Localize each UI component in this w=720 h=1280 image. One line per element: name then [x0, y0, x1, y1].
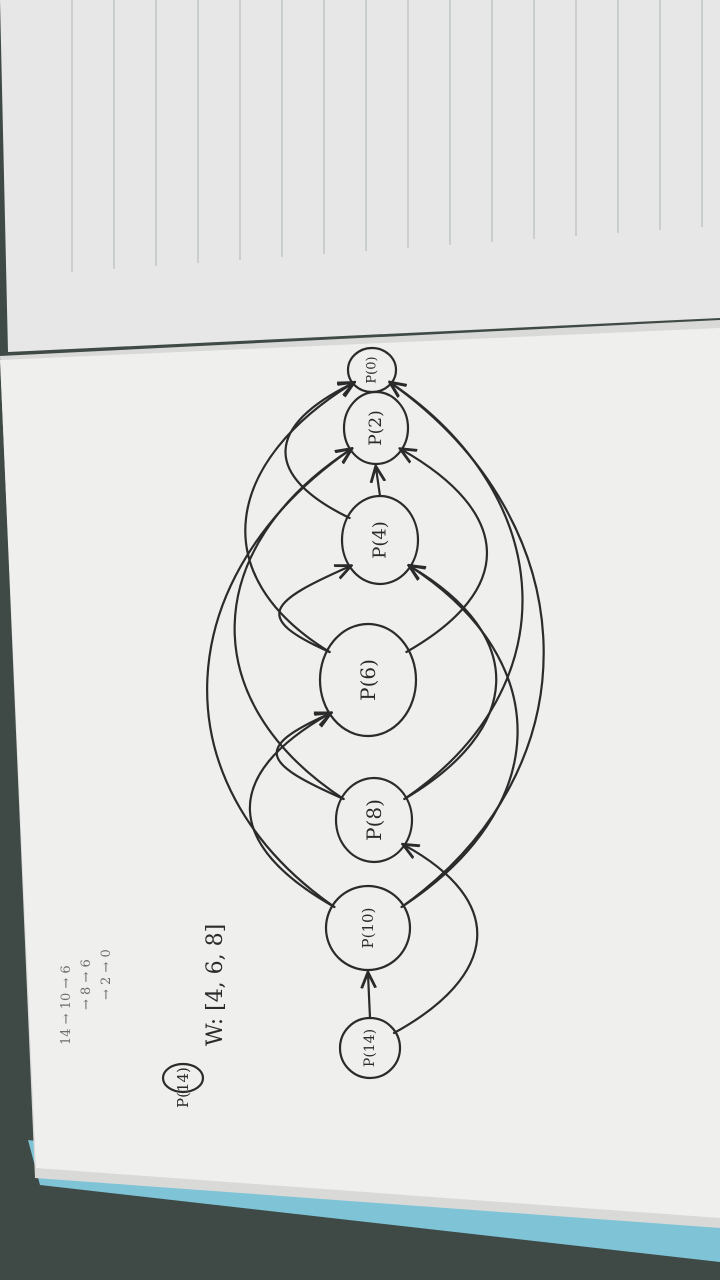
scratch-line-1: 14 → 10 → 6	[59, 965, 74, 1045]
node-label: P(10)	[359, 908, 377, 949]
edge-n8-to-n2	[233, 450, 351, 801]
edge-n8-to-n0	[391, 383, 524, 801]
ruled-lines	[71, 0, 703, 272]
edge-n6-to-n4	[278, 566, 349, 654]
graph-nodes: P(14) P(10) P(8) P(6) P(4) P(2) P(0)	[318, 346, 420, 1080]
edge-n14-to-n8	[392, 845, 479, 1035]
main-page	[0, 328, 720, 1218]
node-circle	[318, 622, 418, 738]
node-circle	[338, 1016, 402, 1080]
node-label: P(0)	[365, 356, 380, 383]
scratch-line-2: → 8 → 6	[79, 959, 94, 1010]
edge-n4-to-n2	[376, 468, 380, 498]
edge-n4-to-n0	[284, 383, 352, 520]
edge-n6-to-n0	[244, 383, 352, 654]
node-label: P(14)	[362, 1029, 378, 1067]
upper-page	[0, 0, 720, 352]
graph-node: P(10)	[324, 884, 412, 972]
graph-node: P(14)	[338, 1016, 402, 1080]
graph-node: P(8)	[334, 776, 414, 864]
node-circle	[324, 884, 412, 972]
edge-n8-to-n4	[403, 566, 498, 801]
graph-node: P(0)	[346, 346, 398, 394]
graph-node: P(4)	[340, 494, 420, 586]
edge-n14-to-n10	[368, 974, 370, 1020]
edge-n8-to-n6	[275, 714, 345, 801]
node-label: P(6)	[356, 659, 380, 701]
set-line-text: W: [4, 6, 8]	[203, 924, 228, 1046]
edge-n6-to-n2	[402, 450, 488, 654]
edge-n10-to-n6	[248, 714, 336, 909]
node-circle	[334, 776, 414, 864]
handwritten-notes: P(14) W: [4, 6, 8] 14 → 10 → 6 → 8 → 6 →…	[59, 924, 228, 1108]
graph-node: P(6)	[318, 622, 418, 738]
circled-label-text: P(14)	[174, 1067, 192, 1108]
node-label: P(2)	[366, 410, 386, 446]
scratch-line-3: → 2 → 0	[99, 949, 114, 1000]
node-circle	[340, 494, 420, 586]
node-label: P(8)	[362, 799, 386, 841]
node-circle	[346, 346, 398, 394]
graph-edges	[206, 383, 545, 1035]
circled-label-outline	[161, 1062, 205, 1094]
node-label: P(4)	[370, 521, 391, 559]
